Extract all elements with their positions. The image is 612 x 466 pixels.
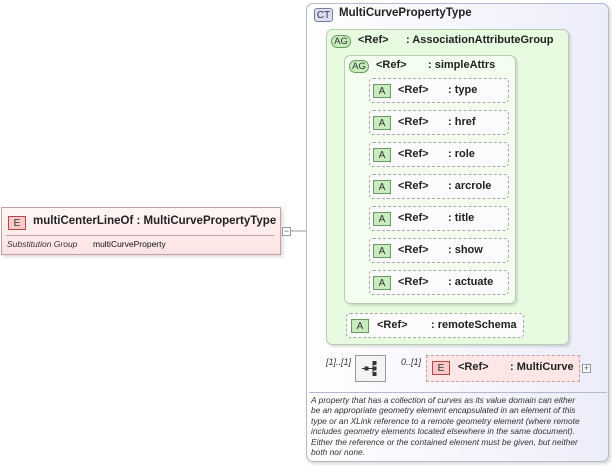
attribute-type[interactable]: A <Ref> : type	[369, 78, 509, 103]
attribute-badge: A	[373, 148, 391, 162]
attribute-title[interactable]: A <Ref> : title	[369, 206, 509, 231]
sequence-cardinality: [1]..[1]	[326, 357, 352, 367]
outer-group-ref: <Ref>	[358, 34, 389, 46]
description-line: A property that has a collection of curv…	[311, 395, 576, 405]
expand-icon[interactable]: +	[582, 363, 591, 373]
main-element-box[interactable]: E multiCenterLineOf : MultiCurveProperty…	[1, 207, 281, 255]
child-name: : MultiCurve	[510, 361, 574, 373]
attribute-actuate[interactable]: A <Ref> : actuate	[369, 270, 509, 295]
attribute-name: : show	[448, 244, 483, 256]
attribute-remote-schema[interactable]: A <Ref> : remoteSchema	[346, 313, 524, 338]
description-line: type or an XLink reference to a remote g…	[311, 415, 580, 426]
multicurve-element[interactable]: E <Ref> : MultiCurve	[426, 355, 580, 382]
attribute-name: : role	[448, 148, 475, 160]
attribute-href[interactable]: A <Ref> : href	[369, 110, 509, 135]
divider	[6, 235, 274, 236]
attribute-ref: <Ref>	[398, 276, 429, 288]
complex-type-name: MultiCurvePropertyType	[339, 7, 472, 19]
inner-group-ref: <Ref>	[376, 59, 407, 71]
attribute-ref: <Ref>	[398, 84, 429, 96]
type-description: A property that has a collection of curv…	[311, 395, 604, 457]
sequence-compositor[interactable]	[355, 355, 386, 382]
complex-type-badge: CT	[314, 8, 333, 22]
attribute-group-badge: AG	[331, 35, 351, 48]
outer-group-name: : AssociationAttributeGroup	[406, 34, 554, 46]
divider	[309, 392, 607, 393]
description-line: both nor none.	[311, 447, 366, 458]
main-element-title: multiCenterLineOf : MultiCurvePropertyTy…	[33, 215, 277, 227]
attribute-badge: A	[373, 116, 391, 130]
description-line: be an appropriate geometry element encap…	[311, 405, 576, 416]
attribute-name: : actuate	[448, 276, 494, 288]
attribute-badge: A	[373, 180, 391, 194]
substitution-group-value: multiCurveProperty	[93, 239, 166, 249]
attribute-badge: A	[351, 319, 369, 333]
attribute-show[interactable]: A <Ref> : show	[369, 238, 509, 263]
attribute-name: : arcrole	[448, 180, 492, 192]
collapse-icon[interactable]: −	[282, 226, 291, 236]
attribute-badge: A	[373, 84, 391, 98]
description-line: includes geometry elements located elsew…	[311, 426, 575, 437]
attribute-ref: <Ref>	[398, 116, 429, 128]
attribute-badge: A	[373, 212, 391, 226]
element-badge: E	[432, 361, 450, 375]
attribute-name: : title	[448, 212, 475, 224]
attribute-ref: <Ref>	[377, 319, 408, 331]
attribute-ref: <Ref>	[398, 180, 429, 192]
attribute-ref: <Ref>	[398, 212, 429, 224]
attribute-arcrole[interactable]: A <Ref> : arcrole	[369, 174, 509, 199]
substitution-group-label: Substitution Group	[7, 239, 78, 249]
attribute-badge: A	[373, 276, 391, 290]
attribute-name: : remoteSchema	[431, 319, 517, 331]
description-line: Either the reference or the contained el…	[311, 436, 578, 447]
element-badge: E	[8, 216, 26, 230]
child-cardinality: 0..[1]	[401, 357, 422, 367]
attribute-role[interactable]: A <Ref> : role	[369, 142, 509, 167]
sequence-icon	[362, 361, 377, 376]
attribute-ref: <Ref>	[398, 148, 429, 160]
attribute-name: : href	[448, 116, 476, 128]
attribute-ref: <Ref>	[398, 244, 429, 256]
inner-group-name: : simpleAttrs	[428, 59, 496, 71]
attribute-badge: A	[373, 244, 391, 258]
attribute-name: : type	[448, 84, 478, 96]
attribute-group-badge: AG	[349, 60, 369, 73]
child-ref: <Ref>	[458, 361, 489, 373]
